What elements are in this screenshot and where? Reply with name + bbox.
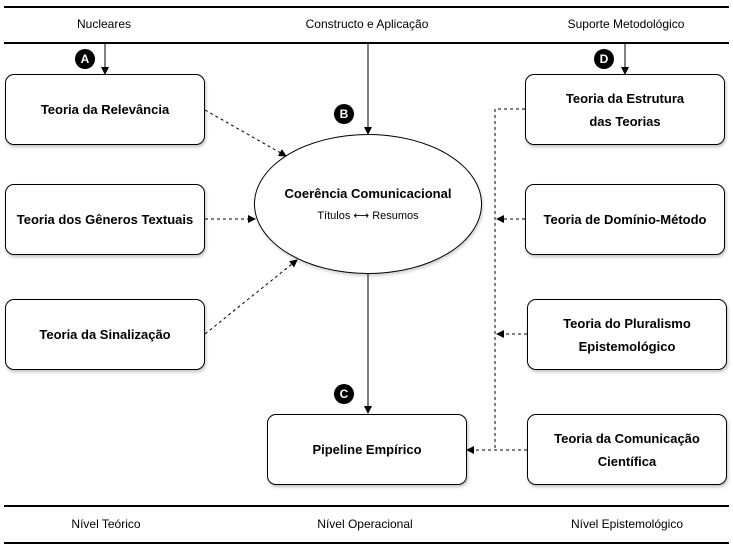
box-teoria-comunicacao-line1: Teoria da Comunicação	[554, 430, 700, 446]
coerencia-ellipse: Coerência Comunicacional Títulos ⟷ Resum…	[254, 134, 482, 274]
box-teoria-pluralismo-line2: Epistemológico	[578, 338, 676, 354]
box-teoria-sinalizacao: Teoria da Sinalização	[5, 299, 205, 370]
coerencia-subtitle: Títulos ⟷ Resumos	[317, 210, 419, 222]
badge-c: C	[334, 384, 354, 404]
box-teoria-comunicacao: Teoria da Comunicação Científica	[527, 414, 727, 485]
box-teoria-generos-label: Teoria dos Gêneros Textuais	[16, 212, 194, 227]
footer-top-rule	[4, 505, 729, 507]
bottom-rule	[4, 542, 729, 544]
badge-a: A	[75, 49, 95, 69]
box-pipeline-empirico: Pipeline Empírico	[267, 414, 467, 485]
box-teoria-sinalizacao-label: Teoria da Sinalização	[39, 327, 171, 342]
dashed-relevancia	[204, 109, 287, 157]
box-teoria-estrutura-line2: das Teorias	[589, 113, 661, 129]
top-rule	[4, 6, 729, 8]
box-teoria-pluralismo: Teoria do Pluralismo Epistemológico	[527, 299, 727, 370]
header-suporte: Suporte Metodológico	[567, 17, 685, 31]
box-teoria-relevancia-label: Teoria da Relevância	[40, 102, 170, 117]
box-teoria-dominio: Teoria de Domínio-Método	[525, 184, 725, 255]
badge-b: B	[334, 104, 354, 124]
dashed-sinalizacao	[204, 259, 298, 335]
header-rule	[4, 42, 729, 44]
box-teoria-estrutura-line1: Teoria da Estrutura	[565, 90, 685, 106]
box-teoria-generos: Teoria dos Gêneros Textuais	[5, 184, 205, 255]
footer-nivel-operacional: Nível Operacional	[317, 517, 413, 531]
footer-nivel-epistemologico: Nível Epistemológico	[570, 517, 684, 531]
box-teoria-pluralismo-line1: Teoria do Pluralismo	[563, 315, 691, 331]
box-pipeline-label: Pipeline Empírico	[312, 442, 422, 457]
header-constructo: Constructo e Aplicação	[305, 17, 429, 31]
badge-d: D	[594, 49, 614, 69]
footer-nivel-teorico: Nível Teórico	[71, 517, 141, 531]
box-teoria-estrutura: Teoria da Estrutura das Teorias	[525, 74, 725, 145]
box-teoria-relevancia: Teoria da Relevância	[5, 74, 205, 145]
coerencia-title: Coerência Comunicacional	[284, 186, 452, 201]
header-nucleares: Nucleares	[76, 17, 132, 31]
dashed-estrutura-bus	[494, 108, 525, 450]
box-teoria-dominio-label: Teoria de Domínio-Método	[543, 212, 707, 227]
box-teoria-comunicacao-line2: Científica	[597, 453, 657, 469]
